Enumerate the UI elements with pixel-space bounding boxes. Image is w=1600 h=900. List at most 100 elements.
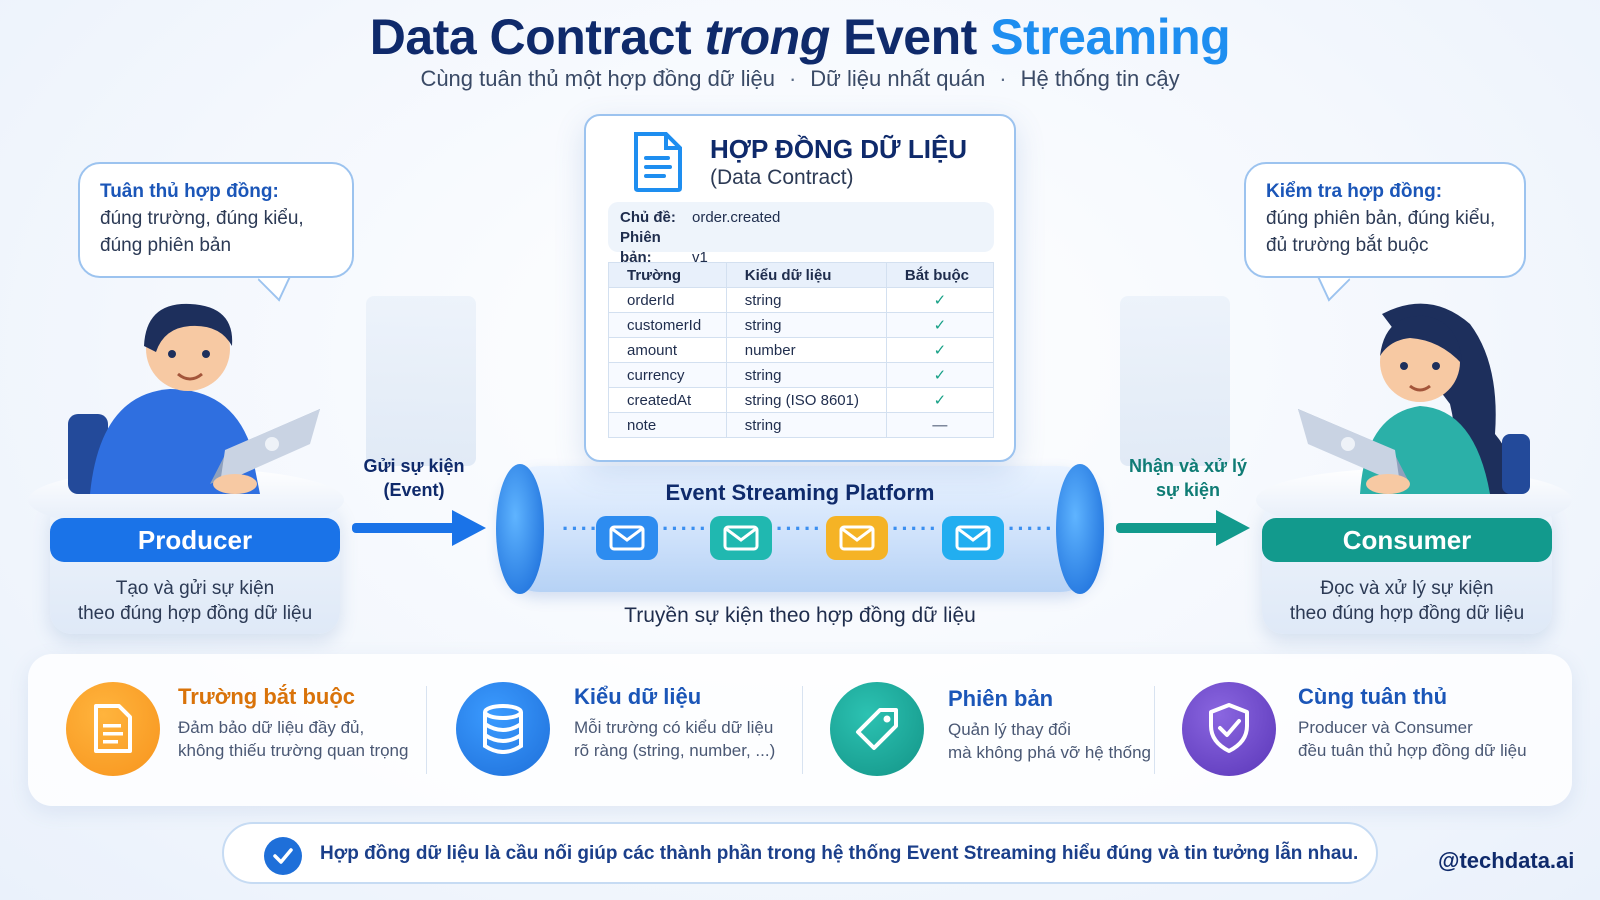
- feature-desc-line: Mỗi trường có kiểu dữ liệu: [574, 718, 774, 737]
- producer-bubble-line: đúng trường, đúng kiểu,: [100, 208, 304, 229]
- required-cell: ✓: [885, 362, 995, 388]
- type-cell: string (ISO 8601): [725, 387, 887, 413]
- pipe-cap-right: [1056, 464, 1104, 594]
- send-event-label: Gửi sự kiện (Event): [354, 454, 474, 502]
- footer-text: Hợp đồng dữ liệu là cầu nối giúp các thà…: [320, 843, 1359, 864]
- feature-title: Cùng tuân thủ: [1298, 684, 1448, 709]
- feature-desc-line: rõ ràng (string, number, ...): [574, 741, 776, 760]
- subtitle-item: Hệ thống tin cậy: [1020, 66, 1180, 91]
- feature-desc: Producer và Consumer đều tuân thủ hợp đồ…: [1298, 716, 1527, 762]
- receive-arrow-icon: [1116, 510, 1250, 546]
- feature-icon-document: [66, 682, 160, 776]
- feature-divider: [1154, 686, 1155, 774]
- feature-desc-line: Quản lý thay đổi: [948, 720, 1071, 739]
- feature-desc-line: không thiếu trường quan trọng: [178, 741, 409, 760]
- pipe-dots: ·····: [776, 516, 823, 541]
- consumer-label: Consumer: [1262, 518, 1552, 562]
- contract-meta: Chủ đề: order.created Phiên bản: v1: [608, 202, 994, 266]
- pipe-title: Event Streaming Platform: [665, 480, 935, 505]
- type-cell: string: [725, 412, 887, 438]
- column-header: Trường: [608, 262, 727, 288]
- consumer-bubble-title: Kiểm tra hợp đồng:: [1266, 181, 1443, 202]
- page-title: Data Contract trong Event Streaming: [0, 8, 1600, 66]
- column-header: Bắt buộc: [885, 262, 995, 288]
- field-cell: note: [608, 412, 727, 438]
- consumer-speech-bubble: Kiểm tra hợp đồng: đúng phiên bản, đúng …: [1244, 162, 1526, 278]
- page-subtitle: Cùng tuân thủ một hợp đồng dữ liệu·Dữ li…: [0, 66, 1600, 92]
- topic-key: Chủ đề:: [620, 209, 676, 226]
- required-cell: ✓: [885, 312, 995, 338]
- version-key: Phiên bản:: [620, 229, 661, 266]
- brand-handle: @techdata.ai: [1438, 848, 1575, 873]
- envelope-icon: [826, 516, 888, 560]
- data-contract-card: HỢP ĐỒNG DỮ LIỆU (Data Contract) Chủ đề:…: [584, 114, 1016, 462]
- subtitle-separator: ·: [788, 66, 797, 91]
- subtitle-item: Dữ liệu nhất quán: [810, 66, 986, 91]
- version-value: v1: [692, 249, 708, 266]
- envelope-icon: [596, 516, 658, 560]
- feature-icon-tag: [830, 682, 924, 776]
- pipe-dots: ·····: [662, 516, 709, 541]
- feature-title: Kiểu dữ liệu: [574, 684, 702, 709]
- document-icon: [634, 132, 682, 192]
- consumer-bubble-line: đúng phiên bản, đúng kiểu,: [1266, 208, 1496, 229]
- type-cell: string: [725, 312, 887, 338]
- server-tower-decoration: [366, 296, 476, 466]
- send-arrow-icon: [352, 510, 486, 546]
- feature-title: Phiên bản: [948, 686, 1054, 711]
- title-part-highlight: Streaming: [990, 9, 1231, 65]
- field-cell: currency: [608, 362, 727, 388]
- feature-desc-line: đều tuân thủ hợp đồng dữ liệu: [1298, 741, 1527, 760]
- consumer-description: Đọc và xử lý sự kiện theo đúng hợp đồng …: [1262, 576, 1552, 626]
- envelope-icon: [710, 516, 772, 560]
- feature-desc-line: Đảm bảo dữ liệu đầy đủ,: [178, 718, 365, 737]
- field-cell: orderId: [608, 287, 727, 313]
- column-header: Kiểu dữ liệu: [725, 262, 887, 288]
- producer-illustration: [68, 303, 320, 494]
- title-part-italic: trong: [704, 9, 831, 65]
- receive-label-line: Nhận và xử lý: [1128, 456, 1248, 476]
- tag-icon: [856, 708, 898, 750]
- consumer-bubble-line: đủ trường bắt buộc: [1266, 235, 1429, 256]
- feature-desc: Đảm bảo dữ liệu đầy đủ, không thiếu trườ…: [178, 716, 408, 762]
- feature-desc-line: Producer và Consumer: [1298, 718, 1473, 737]
- pipe-dots: ·····: [892, 516, 939, 541]
- receive-event-label: Nhận và xử lý sự kiện: [1118, 454, 1258, 502]
- feature-icon-shield: [1182, 682, 1276, 776]
- subtitle-separator: ·: [999, 66, 1007, 91]
- required-cell: ✓: [885, 337, 995, 363]
- type-cell: string: [725, 287, 887, 313]
- server-tower-decoration: [1120, 296, 1230, 466]
- feature-title: Trường bắt buộc: [178, 684, 356, 709]
- required-cell: ✓: [885, 287, 995, 313]
- title-part: Event: [829, 9, 991, 65]
- producer-speech-bubble: Tuân thủ hợp đồng: đúng trường, đúng kiể…: [78, 162, 354, 278]
- producer-bubble-line: đúng phiên bản: [100, 235, 232, 256]
- field-cell: createdAt: [608, 387, 727, 413]
- check-circle-icon: [264, 837, 302, 875]
- contract-title: HỢP ĐỒNG DỮ LIỆU: [710, 134, 968, 164]
- consumer-desc-line: Đọc và xử lý sự kiện: [1320, 578, 1494, 599]
- consumer-desc-line: theo đúng hợp đồng dữ liệu: [1289, 603, 1525, 624]
- feature-divider: [802, 686, 803, 774]
- producer-label: Producer: [50, 518, 340, 562]
- table-header-row: Trường Kiểu dữ liệu Bắt buộc: [608, 262, 995, 288]
- topic-value: order.created: [692, 209, 781, 226]
- feature-divider: [426, 686, 427, 774]
- feature-icon-database: [456, 682, 550, 776]
- feature-desc-line: mà không phá vỡ hệ thống: [948, 743, 1152, 762]
- feature-desc: Quản lý thay đổi mà không phá vỡ hệ thốn…: [948, 718, 1151, 764]
- pipe-caption: Truyền sự kiện theo hợp đồng dữ liệu: [624, 604, 976, 627]
- send-label-line: (Event): [383, 480, 445, 500]
- pipe-cap-left: [496, 464, 544, 594]
- document-icon: [94, 704, 132, 753]
- event-streaming-pipe: Event Streaming Platform ····· ····· ···…: [500, 466, 1100, 592]
- receive-label-line: sự kiện: [1155, 480, 1221, 500]
